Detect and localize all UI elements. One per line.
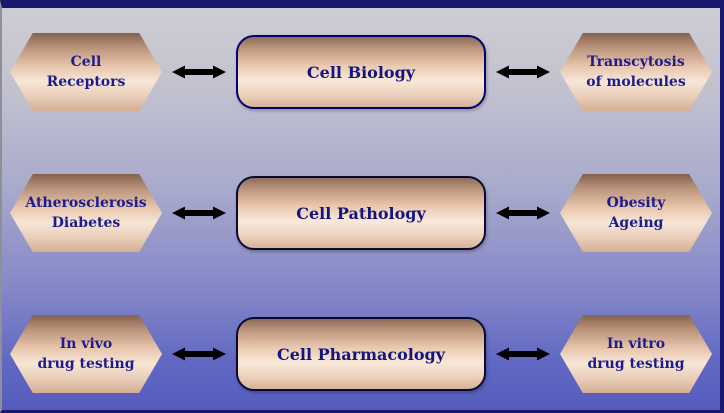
hexagon-label-line: Transcytosis: [587, 53, 685, 70]
hexagon-in-vivo-drug-testing: In vivo drug testing: [10, 315, 162, 393]
diagram-row-cell-pharmacology: In vivo drug testing Cell Pharmacology I…: [10, 314, 712, 394]
box-label: Cell Pharmacology: [276, 344, 446, 364]
hexagon-transcytosis: Transcytosis of molecules: [560, 33, 712, 111]
hexagon-label-line: drug testing: [37, 356, 135, 372]
diagram-row-cell-pathology: Atherosclerosis Diabetes Cell Pathology …: [10, 173, 712, 253]
double-arrow-icon: [170, 204, 228, 222]
double-arrow-icon: [494, 204, 552, 222]
hexagon-cell-receptors: Cell Receptors: [10, 33, 162, 111]
double-arrow-icon: [494, 345, 552, 363]
hexagon-obesity-ageing: Obesity Ageing: [560, 174, 712, 252]
box-cell-pharmacology: Cell Pharmacology: [236, 317, 486, 391]
hexagon-label-line: Ageing: [608, 215, 664, 231]
box-label: Cell Biology: [306, 62, 416, 82]
hexagon-label-line: Diabetes: [51, 215, 121, 231]
double-arrow-icon: [494, 63, 552, 81]
hexagon-atherosclerosis-diabetes: Atherosclerosis Diabetes: [10, 174, 162, 252]
hexagon-label-line: Obesity: [606, 194, 666, 211]
diagram-row-cell-biology: Cell Receptors Cell Biology Transcytosis…: [10, 32, 712, 112]
hexagon-label-line: In vitro: [606, 335, 666, 352]
hexagon-label-line: drug testing: [587, 356, 685, 372]
double-arrow-icon: [170, 63, 228, 81]
double-arrow-icon: [170, 345, 228, 363]
hexagon-in-vitro-drug-testing: In vitro drug testing: [560, 315, 712, 393]
box-label: Cell Pathology: [296, 203, 426, 223]
box-cell-pathology: Cell Pathology: [236, 176, 486, 250]
hexagon-label-line: Cell: [70, 53, 102, 70]
hexagon-label-line: Receptors: [46, 74, 126, 90]
hexagon-label-line: In vivo: [59, 335, 113, 352]
box-cell-biology: Cell Biology: [236, 35, 486, 109]
hexagon-label-line: Atherosclerosis: [25, 194, 147, 211]
hexagon-label-line: of molecules: [586, 74, 686, 90]
